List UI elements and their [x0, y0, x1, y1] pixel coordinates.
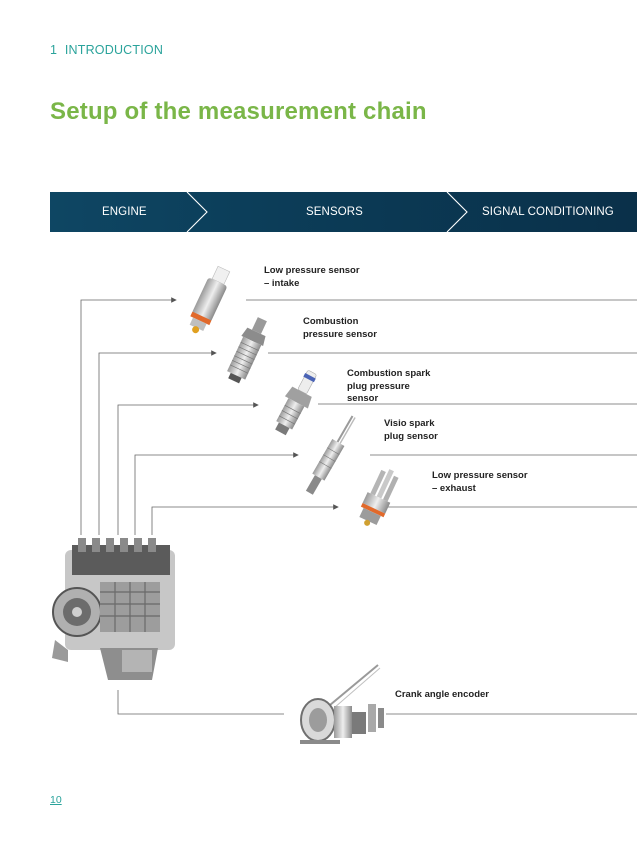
- engine-image: [52, 538, 175, 680]
- banner-stage-signal-conditioning: SIGNAL CONDITIONING: [482, 206, 614, 218]
- connector-exhaust: [151, 504, 339, 535]
- label-low-pressure-sensor-exhaust: Low pressure sensor – exhaust: [432, 470, 528, 494]
- connector-crank: [117, 690, 284, 715]
- label-spark-plug-pressure-sensor: Combustion spark plug pressure sensor: [347, 368, 431, 404]
- visio-spark-plug-sensor-image: [305, 415, 356, 495]
- section-title: INTRODUCTION: [64, 43, 164, 57]
- crank-angle-encoder-image: [300, 664, 384, 744]
- chevron-right-icon: [446, 192, 468, 232]
- section-header: 1 INTRODUCTION: [50, 43, 163, 57]
- banner-stage-sensors: SENSORS: [306, 206, 363, 218]
- connector-visio: [134, 452, 299, 535]
- combustion-pressure-sensor-image: [227, 317, 267, 384]
- spark-plug-pressure-sensor-image: [275, 370, 317, 436]
- banner-stage-engine: ENGINE: [102, 206, 147, 218]
- page-title: Setup of the measurement chain: [50, 98, 427, 125]
- connector-spark-plug: [117, 402, 259, 535]
- output-lines: [246, 299, 637, 715]
- connector-intake: [80, 297, 177, 535]
- label-visio-spark-plug-sensor: Visio spark plug sensor: [384, 418, 438, 442]
- connection-lines: [80, 297, 339, 715]
- low-pressure-sensor-intake-image: [189, 265, 231, 334]
- process-banner: ENGINE SENSORS SIGNAL CONDITIONING: [50, 192, 637, 232]
- label-crank-angle-encoder: Crank angle encoder: [395, 689, 489, 700]
- low-pressure-sensor-exhaust-image: [359, 469, 399, 526]
- page-number: 10: [50, 794, 62, 806]
- connector-combustion: [98, 350, 217, 535]
- chevron-right-icon: [186, 192, 208, 232]
- label-low-pressure-sensor-intake: Low pressure sensor – intake: [264, 265, 360, 289]
- label-combustion-pressure-sensor: Combustion pressure sensor: [303, 316, 377, 340]
- section-number: 1: [50, 43, 58, 57]
